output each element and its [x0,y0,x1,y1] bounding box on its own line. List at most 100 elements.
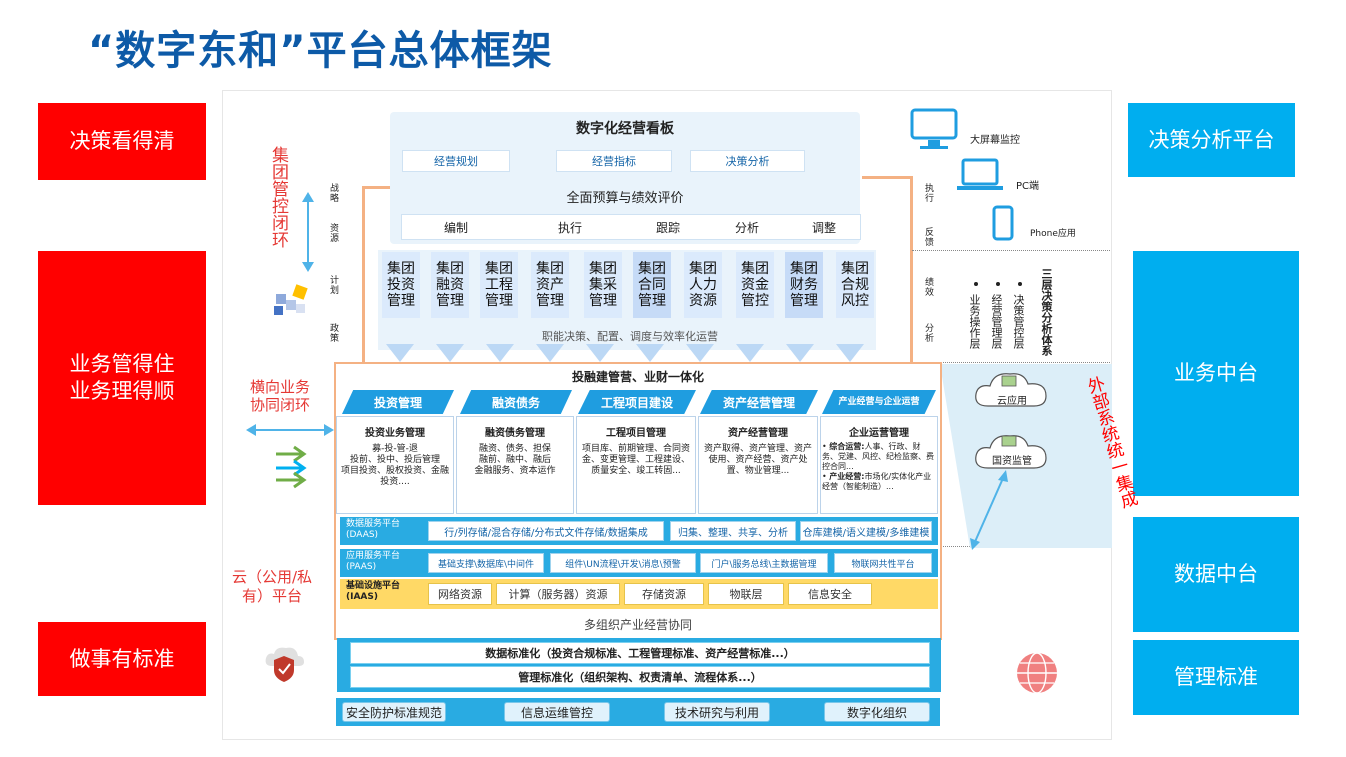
bullet-dot [974,282,978,286]
globe-icon [1017,652,1057,694]
column-head-asset[interactable]: 资产经营管理 [700,390,818,414]
module-group-contract[interactable]: 集团合同管理 [633,252,671,318]
card-engineering-body: 项目库、前期管理、合同资金、变更管理、工程建设、质量安全、竣工转固... [581,444,690,476]
iaas-label: 基础设施平台 (IAAS) [346,581,401,602]
monitor-icon [910,108,958,149]
phone-icon [992,205,1014,241]
iaas-cell-compute: 计算（服务器）资源 [496,583,620,605]
dashboard-title: 数字化经营看板 [576,121,674,137]
pill-digital-org[interactable]: 数字化组织 [824,702,930,722]
module-group-procurement[interactable]: 集团集采管理 [584,252,622,318]
down-arrows-icon [386,344,864,362]
cubes-icon [274,284,308,315]
paas-cell-portal: 门户\服务总线\主数据管理 [700,553,828,573]
cloud-platform-label: 云（公用/私 有）平台 [232,568,313,605]
module-group-hr[interactable]: 集团人力资源 [684,252,722,318]
daas-label: 数据服务平台 (DAAS) [346,519,401,540]
horizontal-double-arrow-icon [246,424,334,436]
column-head-operation[interactable]: 产业经营与企业运营 [822,390,936,414]
execute-label: 执行 [925,184,935,204]
right-box-management-standard: 管理标准 [1133,640,1299,715]
analysis-label: 分析 [925,324,935,344]
tab-decision-analysis[interactable]: 决策分析 [690,150,805,172]
module-group-investment[interactable]: 集团投资管理 [382,252,420,318]
management-standardization: 管理标准化（组织架构、权责清单、流程体系...） [350,666,930,688]
card-investment-title: 投资业务管理 [365,427,425,439]
divider-dotted-2 [912,362,1110,363]
budget-step-adjust: 调整 [811,220,836,235]
vertical-double-arrow-icon [302,192,314,272]
paas-cell-base: 基础支撑\数据库\中间件 [428,553,544,573]
plan-label: 计划 [330,276,340,296]
card-financing-body: 融资、债务、担保 融前、融中、融后 金融服务、资本运作 [474,444,556,476]
left-box-business: 业务管得住 业务理得顺 [38,251,206,505]
performance-label: 绩效 [925,278,935,298]
budget-title: 全面预算与绩效评价 [566,190,684,206]
security-cloud-icon [265,647,304,682]
layer-decision: 决策管控层 [1012,294,1025,349]
card-operation-title: 企业运营管理 [849,427,909,439]
module-group-asset[interactable]: 集团资产管理 [531,252,569,318]
tab-business-indicators[interactable]: 经营指标 [556,150,672,172]
pill-tech-research[interactable]: 技术研究与利用 [664,702,770,722]
budget-step-analyze: 分析 [734,220,759,235]
paas-cell-iot: 物联网共性平台 [834,553,932,573]
daas-cell-modeling: 仓库建模/语义建模/多维建模 [800,521,932,541]
external-integration-text: 外部系统统一集成 [1082,374,1139,511]
policy-label: 政策 [330,324,340,344]
tab-business-planning[interactable]: 经营规划 [402,150,510,172]
bullet-dot [996,282,1000,286]
card-asset-body: 资产取得、资产管理、资产使用、资产经营、资产处置、物业管理... [703,444,812,476]
card-operation-body: • 综合运营:人事、行政、财务、党建、风控、纪检监察、费控合同... • 产业经… [822,442,936,512]
budget-step-compile: 编制 [443,220,468,235]
operation-item-comprehensive: • 综合运营:人事、行政、财务、党建、风控、纪检监察、费控合同... [822,442,934,471]
card-engineering [576,416,696,514]
daas-cell-collect: 归集、整理、共享、分析 [670,521,796,541]
operation-item-industry: • 产业经营:市场化/实体化产业经营（智能制造）... [822,472,932,491]
pill-security-standard[interactable]: 安全防护标准规范 [342,702,446,722]
resource-label: 资源 [330,224,340,244]
right-box-decision-platform: 决策分析平台 [1128,103,1295,177]
card-investment [336,416,454,514]
multi-org-label: 多组织产业经营协同 [583,617,692,632]
module-group-compliance[interactable]: 集团合规风控 [836,252,874,318]
orange-loop-left-top [362,186,390,189]
cloud-app-label: 云应用 [997,395,1027,407]
strategy-label: 战略 [330,184,340,204]
module-group-financing[interactable]: 集团融资管理 [431,252,469,318]
card-operation [820,416,938,514]
card-asset [698,416,818,514]
iaas-cell-storage: 存储资源 [624,583,704,605]
orange-loop-right-top [862,176,912,179]
module-group-finance[interactable]: 集团财务管理 [785,252,823,318]
budget-step-execute: 执行 [557,220,582,235]
right-box-data-platform: 数据中台 [1133,517,1299,632]
right-box-business-platform: 业务中台 [1133,251,1299,496]
module-group-engineering[interactable]: 集团工程管理 [480,252,518,318]
iaas-cell-iot-layer: 物联层 [708,583,784,605]
bullet-dot [1018,282,1022,286]
iaas-cell-network: 网络资源 [428,583,492,605]
column-head-engineering[interactable]: 工程项目建设 [578,390,696,414]
column-head-financing[interactable]: 融资债务 [460,390,572,414]
control-loop-label: 集团管控闭环 [268,146,288,248]
device-phone: Phone应用 [1030,229,1076,239]
module-group-funds[interactable]: 集团资金管控 [736,252,774,318]
orange-loop-right [910,176,913,362]
device-pc: PC端 [1016,181,1040,192]
card-asset-title: 资产经营管理 [728,427,788,439]
left-box-standard: 做事有标准 [38,622,206,696]
data-standardization: 数据标准化（投资合规标准、工程管理标准、资产经营标准...） [350,642,930,664]
state-supervision-cloud-icon [975,435,1047,469]
horizontal-loop-label: 横向业务 协同闭环 [250,378,311,414]
budget-steps-row [401,214,861,240]
functions-note: 职能决策、配置、调度与效率化运营 [542,330,718,343]
card-investment-body: 募-投-管-退 投前、投中、投后管理 项目投资、股权投资、金融投资.... [340,444,449,487]
pill-ops-control[interactable]: 信息运维管控 [504,702,610,722]
feedback-label: 反馈 [925,228,935,248]
layer-management: 经营管理层 [990,294,1003,349]
cloud-app-icon [975,373,1047,407]
left-box-decision: 决策看得清 [38,103,206,180]
divider-dotted-1 [912,250,1110,251]
column-head-investment[interactable]: 投资管理 [342,390,454,414]
